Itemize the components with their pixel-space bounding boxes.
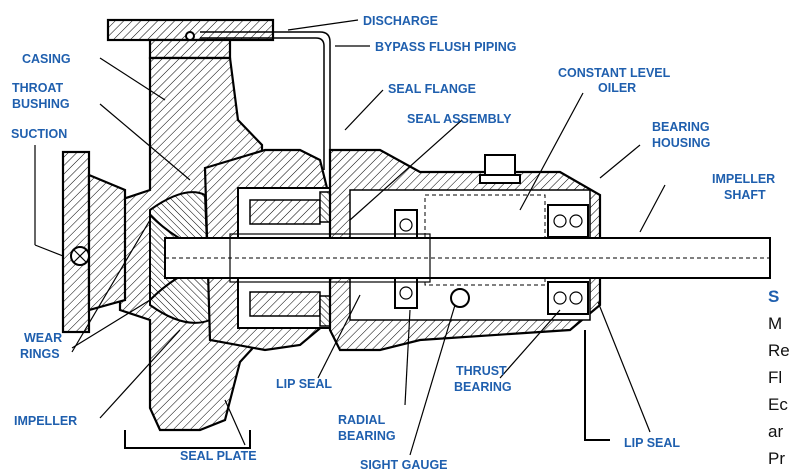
- label-throat-bushing-2: BUSHING: [12, 97, 70, 111]
- label-impeller: IMPELLER: [14, 414, 77, 428]
- label-impeller-shaft-1: IMPELLER: [712, 172, 775, 186]
- side-text-line-5: ar: [768, 422, 783, 441]
- label-constant-level-oiler-1: CONSTANT LEVEL: [558, 66, 671, 80]
- suction-flange: [61, 150, 91, 334]
- label-lip-seal-left: LIP SEAL: [276, 377, 332, 391]
- suction-nozzle: [87, 173, 127, 312]
- side-text-line-3: Fl: [768, 368, 782, 387]
- side-text-line-4: Ec: [768, 395, 788, 414]
- pump-drawing: [61, 18, 771, 449]
- leader-lines: [34, 19, 666, 456]
- label-casing: CASING: [22, 52, 71, 66]
- label-thrust-bearing-1: THRUST: [456, 364, 507, 378]
- label-bearing-housing-1: BEARING: [652, 120, 710, 134]
- discharge-neck: [148, 38, 232, 60]
- side-text-cropped: S M Re Fl Ec ar Pr: [768, 287, 790, 468]
- side-text-heading: S: [768, 287, 779, 306]
- side-text-line-2: Re: [768, 341, 790, 360]
- label-seal-assembly: SEAL ASSEMBLY: [407, 112, 512, 126]
- label-lip-seal-right: LIP SEAL: [624, 436, 680, 450]
- label-seal-flange: SEAL FLANGE: [388, 82, 476, 96]
- side-text-line-1: M: [768, 314, 782, 333]
- label-thrust-bearing-2: BEARING: [454, 380, 512, 394]
- label-discharge: DISCHARGE: [363, 14, 438, 28]
- label-suction: SUCTION: [11, 127, 67, 141]
- bypass-flush-pipe: [200, 31, 331, 170]
- label-constant-level-oiler-2: OILER: [598, 81, 636, 95]
- label-seal-plate: SEAL PLATE: [180, 449, 257, 463]
- label-radial-bearing-1: RADIAL: [338, 413, 386, 427]
- radial-bearing-shape: [394, 209, 418, 241]
- label-sight-gauge: SIGHT GAUGE: [360, 458, 448, 471]
- side-text-line-6: Pr: [768, 449, 785, 468]
- drain-rod: [584, 330, 610, 441]
- support-foot: [124, 430, 251, 449]
- label-wear-rings-2: RINGS: [20, 347, 60, 361]
- label-bypass-flush-piping: BYPASS FLUSH PIPING: [375, 40, 516, 54]
- label-radial-bearing-2: BEARING: [338, 429, 396, 443]
- label-throat-bushing-1: THROAT: [12, 81, 64, 95]
- thrust-bearing-shape: [547, 204, 589, 238]
- label-wear-rings-1: WEAR: [24, 331, 62, 345]
- constant-level-oiler: [484, 154, 516, 176]
- sight-gauge-shape: [450, 288, 470, 308]
- label-bearing-housing-2: HOUSING: [652, 136, 710, 150]
- label-impeller-shaft-2: SHAFT: [724, 188, 766, 202]
- callout-labels: DISCHARGE BYPASS FLUSH PIPING CASING THR…: [11, 14, 775, 471]
